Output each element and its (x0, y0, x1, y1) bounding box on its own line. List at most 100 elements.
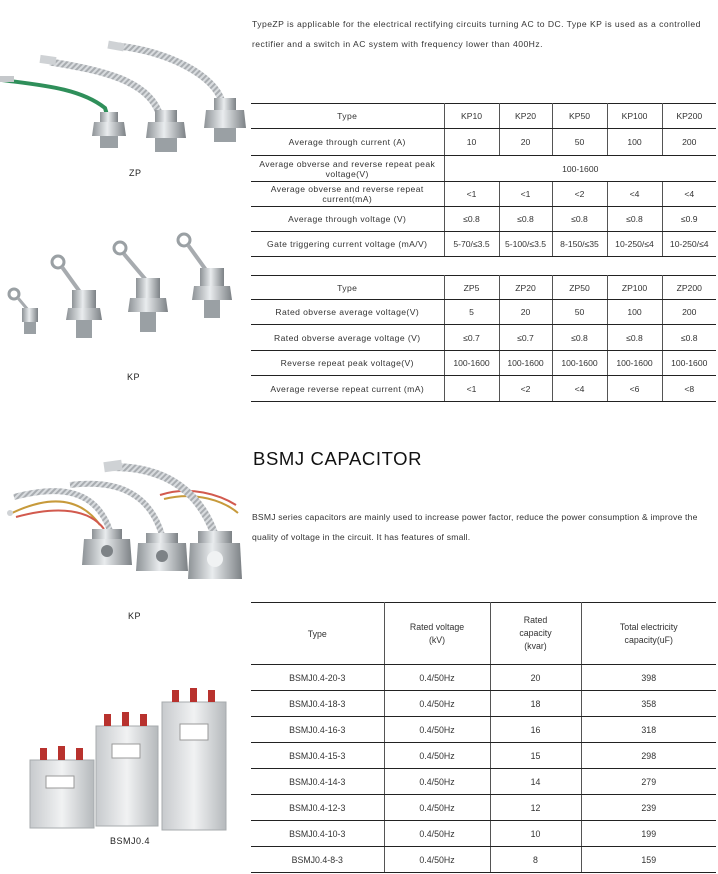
table-row: BSMJ0.4-20-3 0.4/50Hz 20 398 (251, 664, 716, 691)
table-cell: 5-70/≤3.5 (444, 231, 500, 257)
table-row: Average obverse and reverse repeat curre… (251, 181, 716, 207)
table-cell: 0.4/50Hz (384, 768, 491, 795)
table-cell: <6 (607, 375, 663, 402)
table-row: Rated obverse average voltage (V) ≤0.7 ≤… (251, 324, 716, 351)
table-header-cell: Rated voltage (kV) (384, 602, 491, 665)
table-cell: 100-1600 (444, 350, 500, 376)
row-label: Average obverse and reverse repeat peak … (251, 155, 445, 182)
table-cell: <1 (444, 181, 500, 207)
table-cell: 15 (490, 742, 582, 769)
table-header-cell: ZP50 (552, 275, 608, 300)
table-row: Reverse repeat peak voltage(V) 100-1600 … (251, 350, 716, 376)
table-cell: 10-250/≤4 (662, 231, 716, 257)
table-header-cell: KP20 (499, 103, 553, 129)
table-header-cell: KP10 (444, 103, 500, 129)
table-cell: ≤0.8 (444, 206, 500, 232)
table-cell: <4 (662, 181, 716, 207)
row-label: Reverse repeat peak voltage(V) (251, 350, 445, 376)
table-row: Average through current (A) 10 20 50 100… (251, 128, 716, 156)
table-cell: 20 (490, 664, 582, 691)
table-header-cell: Type (251, 602, 385, 665)
table-cell: ≤0.7 (444, 324, 500, 351)
table-cell: ≤0.9 (662, 206, 716, 232)
table-cell: 0.4/50Hz (384, 846, 491, 873)
table-cell: BSMJ0.4-18-3 (251, 690, 385, 717)
table-cell: ≤0.8 (607, 206, 663, 232)
table-cell: 100-1600 (552, 350, 608, 376)
table-cell: 358 (581, 690, 716, 717)
table-cell: BSMJ0.4-16-3 (251, 716, 385, 743)
table-header-cell: Type (251, 275, 445, 300)
kp-bottom-caption: KP (128, 611, 142, 621)
table-cell: 0.4/50Hz (384, 716, 491, 743)
table-cell: BSMJ0.4-14-3 (251, 768, 385, 795)
table-row: BSMJ0.4-14-3 0.4/50Hz 14 279 (251, 768, 716, 795)
kp-thyristors-photo (7, 232, 232, 338)
table-row: Rated obverse average voltage(V) 5 20 50… (251, 299, 716, 325)
table-header-cell: ZP20 (499, 275, 553, 300)
table-row: Average through voltage (V) ≤0.8 ≤0.8 ≤0… (251, 206, 716, 232)
table-cell: ≤0.8 (662, 324, 716, 351)
table-cell: 16 (490, 716, 582, 743)
table-cell: 239 (581, 794, 716, 821)
table-header-cell: Total electricity capacity(uF) (581, 602, 716, 665)
table-header-cell: ZP5 (444, 275, 500, 300)
table-cell: BSMJ0.4-20-3 (251, 664, 385, 691)
table-cell: 18 (490, 690, 582, 717)
table-cell: 100-1600 (499, 350, 553, 376)
kp-top-caption: KP (127, 372, 141, 382)
table-header-cell: Type (251, 103, 445, 129)
table-cell: 279 (581, 768, 716, 795)
table-cell: 318 (581, 716, 716, 743)
table-cell: 0.4/50Hz (384, 742, 491, 769)
table-cell: 100 (607, 128, 663, 156)
table-cell: 10-250/≤4 (607, 231, 663, 257)
table-cell: 298 (581, 742, 716, 769)
table-header-row: Type KP10 KP20 KP50 KP100 KP200 (251, 103, 716, 129)
table-cell: ≤0.8 (552, 324, 608, 351)
table-cell: 14 (490, 768, 582, 795)
row-label: Rated obverse average voltage(V) (251, 299, 445, 325)
capacitor-spec-table: Type Rated voltage (kV) Rated capacity (… (251, 602, 716, 873)
table-cell: <8 (662, 375, 716, 402)
table-cell: <4 (552, 375, 608, 402)
table-cell: 50 (552, 128, 608, 156)
intro-paragraph: TypeZP is applicable for the electrical … (252, 19, 701, 49)
row-label: Average obverse and reverse repeat curre… (251, 181, 445, 207)
table-cell: 0.4/50Hz (384, 664, 491, 691)
table-cell: 100 (607, 299, 663, 325)
table-cell: ≤0.8 (607, 324, 663, 351)
table-row: Average reverse repeat current (mA) <1 <… (251, 375, 716, 402)
table-row: Average obverse and reverse repeat peak … (251, 155, 716, 182)
table-header-cell: KP100 (607, 103, 663, 129)
table-header-cell: KP200 (662, 103, 716, 129)
row-label: Rated obverse average voltage (V) (251, 324, 445, 351)
table-cell: 100-1600 (662, 350, 716, 376)
table-row: BSMJ0.4-8-3 0.4/50Hz 8 159 (251, 846, 716, 873)
table-row: BSMJ0.4-10-3 0.4/50Hz 10 199 (251, 820, 716, 847)
zp-caption: ZP (129, 168, 142, 178)
table-cell: ≤0.7 (499, 324, 553, 351)
table-header-cell: Rated capacity (kvar) (490, 602, 582, 665)
table-cell: 100-1600 (607, 350, 663, 376)
table-cell: 8-150/≤35 (552, 231, 608, 257)
table-header-row: Type Rated voltage (kV) Rated capacity (… (251, 602, 716, 665)
zp-diodes-photo (0, 40, 246, 152)
table-cell: <2 (499, 375, 553, 402)
table-cell: 5-100/≤3.5 (499, 231, 553, 257)
table-cell: 12 (490, 794, 582, 821)
row-label: Average through current (A) (251, 128, 445, 156)
table-cell: 5 (444, 299, 500, 325)
table-cell: BSMJ0.4-15-3 (251, 742, 385, 769)
table-cell: 199 (581, 820, 716, 847)
table-cell: 200 (662, 128, 716, 156)
zp-spec-table: Type ZP5 ZP20 ZP50 ZP100 ZP200 Rated obv… (251, 275, 716, 402)
table-cell: 159 (581, 846, 716, 873)
kp-spec-table: Type KP10 KP20 KP50 KP100 KP200 Average … (251, 103, 716, 257)
table-header-row: Type ZP5 ZP20 ZP50 ZP100 ZP200 (251, 275, 716, 300)
table-cell: BSMJ0.4-8-3 (251, 846, 385, 873)
table-cell: 0.4/50Hz (384, 794, 491, 821)
table-cell: 0.4/50Hz (384, 690, 491, 717)
capacitor-description: BSMJ series capacitors are mainly used t… (252, 512, 698, 542)
table-cell: <1 (444, 375, 500, 402)
